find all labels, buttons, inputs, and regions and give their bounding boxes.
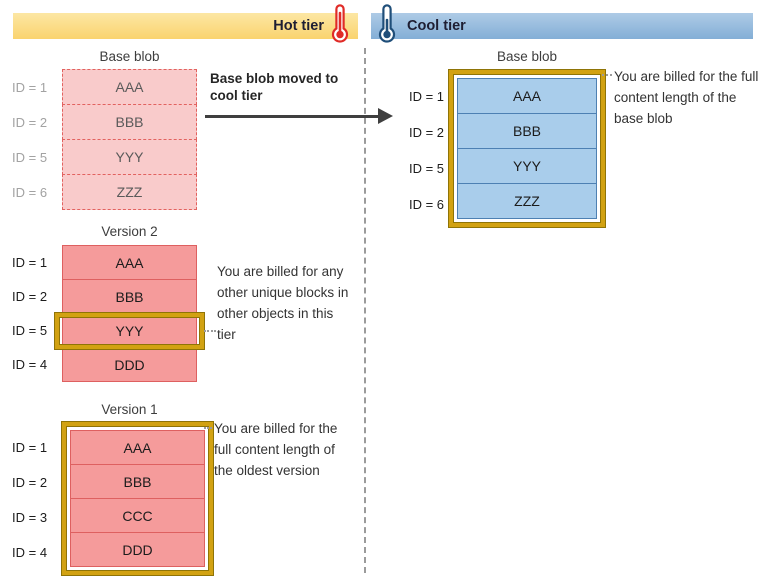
- table-row: AAA: [70, 430, 205, 465]
- table-row: ID = 6 ZZZ: [12, 174, 197, 210]
- block-cell: BBB: [70, 464, 205, 499]
- dotted-connector: [602, 74, 612, 76]
- block-cell: DDD: [70, 532, 205, 567]
- version1-table: AAA BBB CCC DDD: [70, 430, 205, 567]
- block-cell: ZZZ: [62, 174, 197, 210]
- block-id-label: ID = 5: [12, 323, 48, 338]
- block-cell: DDD: [62, 347, 197, 382]
- table-row: ID = 1 AAA: [12, 245, 197, 280]
- block-id-label: ID = 2: [12, 114, 48, 130]
- block-cell: AAA: [70, 430, 205, 465]
- block-id-label: ID = 5: [12, 149, 48, 165]
- table-row: YYY: [457, 148, 597, 184]
- hot-base-blob-title: Base blob: [99, 49, 160, 64]
- block-id-label: ID = 1: [12, 255, 48, 270]
- move-arrow-head: [378, 108, 393, 124]
- block-cell: BBB: [62, 279, 197, 314]
- gold-highlight-version1: AAA BBB CCC DDD: [61, 421, 214, 576]
- table-row: ID = 1 AAA: [12, 69, 197, 105]
- dotted-connector: [204, 330, 216, 332]
- table-row: ID = 5 YYY: [12, 139, 197, 175]
- cool-tier-header: Cool tier: [371, 13, 753, 39]
- hot-tier-header: Hot tier: [13, 13, 358, 39]
- cool-base-blob-section: ID = 1 ID = 2 ID = 5 ID = 6 AAA BBB YYY …: [400, 69, 606, 228]
- cool-tier-label: Cool tier: [407, 18, 466, 34]
- version1-annotation: You are billed for the full content leng…: [214, 421, 338, 478]
- table-row: ZZZ: [457, 183, 597, 219]
- version1-section: ID = 1 ID = 2 ID = 3 ID = 4 AAA BBB CCC …: [12, 421, 214, 576]
- version2-annotation: You are billed for any other unique bloc…: [217, 264, 349, 342]
- block-cell: BBB: [457, 113, 597, 149]
- version2-table: ID = 1 AAA ID = 2 BBB ID = 5 YYY ID = 4 …: [12, 245, 197, 382]
- move-note-text: Base blob moved to cool tier: [210, 71, 339, 103]
- cool-base-blob-title: Base blob: [496, 49, 558, 64]
- block-id-label: ID = 4: [12, 357, 48, 372]
- block-id-label: ID = 1: [12, 440, 48, 455]
- thermometer-cool-icon: [378, 4, 396, 43]
- table-row: ID = 2 BBB: [12, 104, 197, 140]
- table-row: ID = 5 YYY: [12, 313, 197, 348]
- dotted-connector: [204, 427, 212, 429]
- block-id-label: ID = 5: [408, 160, 444, 176]
- version1-id-column: ID = 1 ID = 2 ID = 3 ID = 4: [12, 430, 62, 575]
- cool-base-blob-table: AAA BBB YYY ZZZ: [457, 78, 597, 219]
- thermometer-hot-icon: [331, 4, 349, 43]
- version2-title: Version 2: [101, 224, 158, 239]
- version1-title: Version 1: [101, 402, 158, 417]
- block-cell: AAA: [457, 78, 597, 114]
- block-id-label: ID = 2: [408, 124, 444, 140]
- table-row: BBB: [70, 464, 205, 499]
- tier-divider-dashed-line: [364, 48, 366, 573]
- move-arrow: [205, 115, 380, 118]
- block-cell: AAA: [62, 69, 197, 105]
- cool-annotation: You are billed for the full content leng…: [614, 69, 759, 126]
- block-id-label: ID = 3: [12, 510, 48, 525]
- block-cell: YYY: [62, 313, 197, 348]
- block-id-label: ID = 6: [408, 196, 444, 212]
- table-row: AAA: [457, 78, 597, 114]
- hot-tier-label: Hot tier: [273, 18, 324, 34]
- block-id-label: ID = 2: [12, 475, 48, 490]
- block-cell: AAA: [62, 245, 197, 280]
- block-cell: BBB: [62, 104, 197, 140]
- block-id-label: ID = 1: [12, 79, 48, 95]
- block-id-label: ID = 4: [12, 545, 48, 560]
- table-row: ID = 4 DDD: [12, 347, 197, 382]
- block-id-label: ID = 2: [12, 289, 48, 304]
- block-cell: YYY: [457, 148, 597, 184]
- block-cell: YYY: [62, 139, 197, 175]
- cool-id-column: ID = 1 ID = 2 ID = 5 ID = 6: [400, 78, 449, 227]
- block-cell: ZZZ: [457, 183, 597, 219]
- block-id-label: ID = 1: [408, 88, 444, 104]
- hot-base-blob-table: ID = 1 AAA ID = 2 BBB ID = 5 YYY ID = 6 …: [12, 69, 197, 210]
- table-row: BBB: [457, 113, 597, 149]
- gold-highlight-cool-base-blob: AAA BBB YYY ZZZ: [448, 69, 606, 228]
- block-id-label: ID = 6: [12, 184, 48, 200]
- table-row: DDD: [70, 532, 205, 567]
- table-row: ID = 2 BBB: [12, 279, 197, 314]
- table-row: CCC: [70, 498, 205, 533]
- block-cell: CCC: [70, 498, 205, 533]
